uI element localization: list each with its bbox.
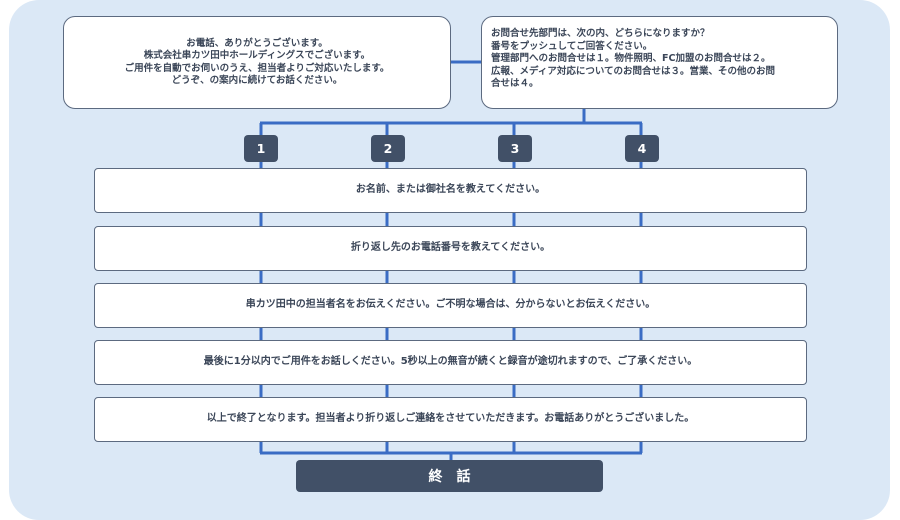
step-ask-contact: 串カツ田中の担当者名をお伝えください。ご不明な場合は、分からないとお伝えください… [94, 283, 807, 328]
step-closing: 以上で終了となります。担当者より折り返しご連絡をさせていただきます。お電話ありが… [94, 397, 807, 442]
step-record-message: 最後に1分以内でご用件をお話しください。5秒以上の無音が続くと録音が途切れますの… [94, 340, 807, 385]
department-line: 広報、メディア対応についてのお問合せは３。営業、その他のお問 [491, 65, 776, 77]
greeting-line: どうぞ、の案内に続けてお話ください。 [171, 75, 343, 86]
option-2-badge: 2 [371, 135, 405, 162]
step-text: 折り返し先のお電話番号を教えてください。 [350, 242, 551, 254]
option-3-badge: 3 [498, 135, 532, 162]
step-text: 串カツ田中の担当者名をお伝えください。ご不明な場合は、分からないとお伝えください… [245, 299, 656, 311]
step-ask-name: お名前、または御社名を教えてください。 [94, 168, 807, 213]
department-line: 番号をプッシュしてご回答ください。 [491, 40, 653, 52]
greeting-line: 株式会社串カツ田中ホールディングスでございます。 [143, 50, 371, 61]
department-question-box: お問合せ先部門は、次の内、どちらになりますか？ 番号をプッシュしてご回答ください… [481, 16, 838, 109]
option-4-badge: 4 [625, 135, 659, 162]
department-line: お問合せ先部門は、次の内、どちらになりますか？ [491, 28, 710, 39]
department-line: 合せは４。 [491, 78, 539, 89]
greeting-line: ご用件を自動でお伺いのうえ、担当者よりご対応いたします。 [124, 62, 390, 74]
step-ask-phone: 折り返し先のお電話番号を教えてください。 [94, 226, 807, 271]
department-line: 管理部門へのお問合せは１。物件照明、FC加盟のお問合せは２。 [491, 53, 771, 64]
step-text: お名前、または御社名を教えてください。 [355, 184, 546, 196]
greeting-line: お電話、ありがとうございます。 [186, 37, 328, 49]
greeting-message-box: お電話、ありがとうございます。 株式会社串カツ田中ホールディングスでございます。… [63, 16, 451, 109]
end-call-box: 終話 [296, 460, 603, 492]
step-text: 以上で終了となります。担当者より折り返しご連絡をさせていただきます。お電話ありが… [206, 413, 695, 425]
step-text: 最後に1分以内でご用件をお話しください。5秒以上の無音が続くと録音が途切れますの… [203, 356, 698, 368]
option-1-badge: 1 [244, 135, 278, 162]
